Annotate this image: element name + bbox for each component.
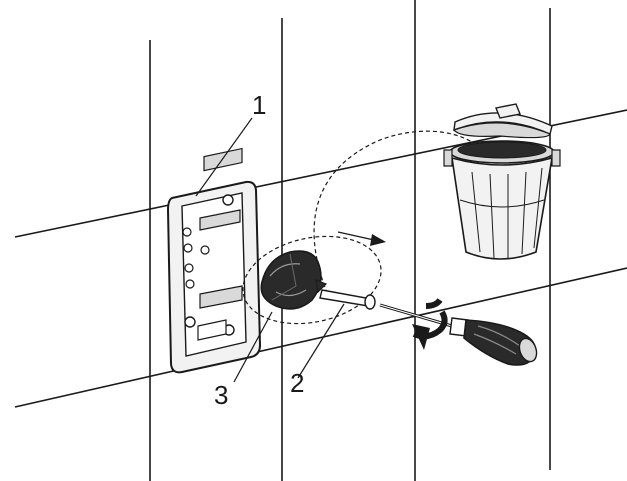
disposal-path-dashed [313,130,481,301]
leader-1 [195,117,253,197]
callout-leaders [195,117,345,383]
leader-3 [233,311,273,383]
tile-line-horizontal [14,267,627,408]
screw [319,289,376,310]
callout-3: 3 [214,380,228,410]
callout-1: 1 [252,90,266,120]
direction-arrow-icon [337,231,386,246]
leader-2 [297,303,345,379]
callout-2: 2 [290,368,304,398]
screwdriver-icon [379,303,538,366]
plug-cap [260,250,328,310]
mounting-box [166,147,262,374]
rotation-arrow-icon [412,298,448,350]
detail-ellipse-dashed [242,235,382,325]
trash-bin-icon [443,103,561,260]
tile-grid [14,0,627,481]
